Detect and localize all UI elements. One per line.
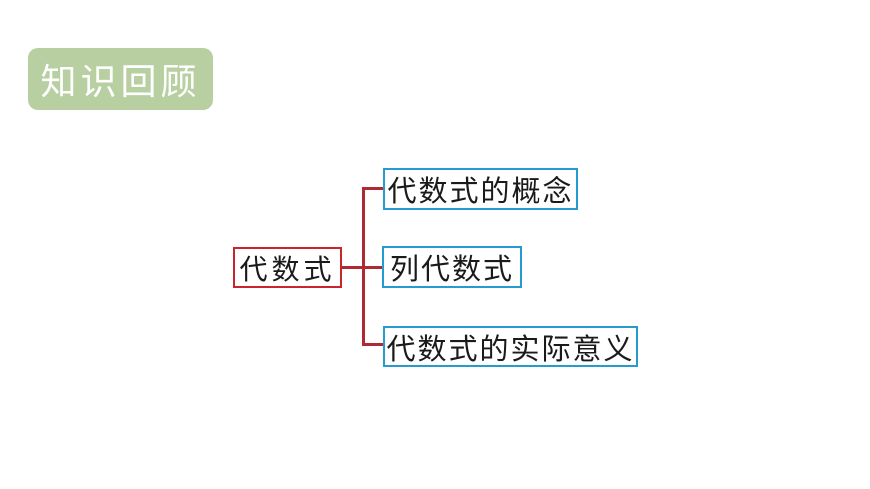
connector-branch-bottom [362,343,383,346]
child-node-writing-expressions-label: 列代数式 [389,254,514,286]
child-node-practical-meaning: 代数式的实际意义 [383,326,638,367]
section-title-label: 知识回顾 [40,61,201,102]
section-title-badge: 知识回顾 [28,48,213,110]
connector-branch-top [362,187,383,190]
child-node-writing-expressions: 列代数式 [382,246,522,288]
child-node-practical-meaning-label: 代数式的实际意义 [386,333,635,366]
root-node-label: 代数式 [239,254,336,286]
connector-vertical-trunk [362,187,365,346]
root-node: 代数式 [233,247,342,288]
child-node-concept: 代数式的概念 [383,168,578,210]
child-node-concept-label: 代数式的概念 [387,176,574,208]
